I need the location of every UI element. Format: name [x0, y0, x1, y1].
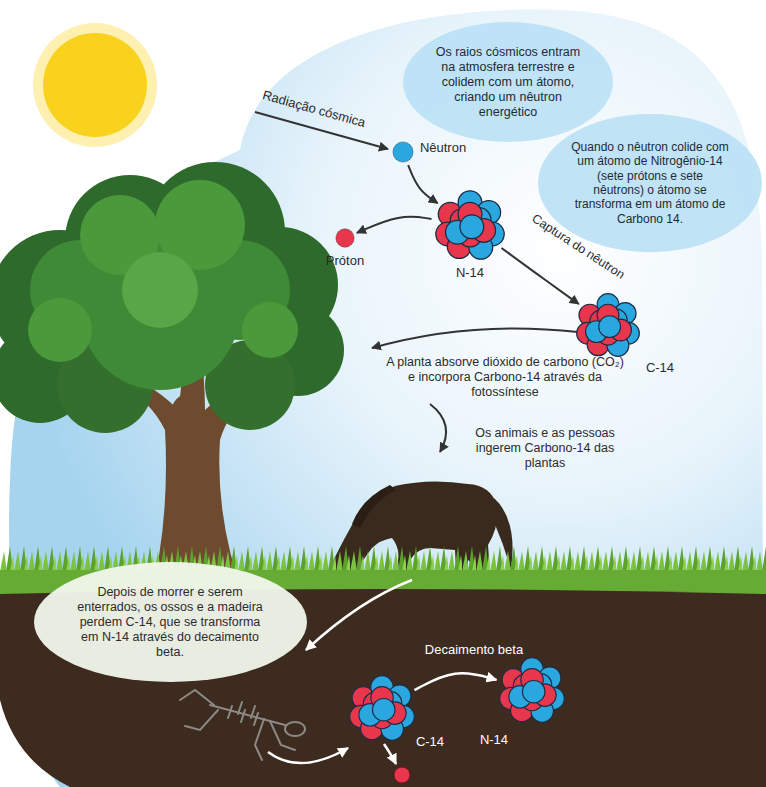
edge-label-holder: Decaimento beta — [425, 642, 523, 658]
emission-arrow — [384, 744, 396, 764]
flow-arrow — [306, 580, 412, 650]
particle-shape — [498, 656, 566, 724]
bubble-text: Quando o nêutron colide com um átomo de … — [570, 140, 730, 226]
proton-particle: Próton — [335, 228, 355, 248]
tree-leaves — [28, 298, 92, 362]
neutron-particle: Nêutron — [392, 141, 414, 163]
neutron-ball — [372, 698, 394, 720]
edge-label-holder: Captura do nêutron — [529, 211, 628, 282]
connector-arrow — [414, 673, 496, 690]
bubble-text: Os raios cósmicos entram na atmosfera te… — [433, 45, 583, 120]
beta-particle — [394, 767, 410, 783]
neutron-ball — [393, 142, 413, 162]
proton-ball — [336, 229, 354, 247]
connector-arrow — [357, 217, 432, 233]
flow-arrow — [372, 328, 578, 348]
flow-arrow — [430, 404, 446, 452]
edge-label: Captura do nêutron — [529, 211, 628, 282]
bubble-ellipse — [403, 22, 613, 142]
nucleus-cluster: N-14 — [498, 656, 566, 724]
particle-label: N-14 — [480, 732, 508, 748]
sun — [43, 33, 147, 137]
tree-leaves — [122, 252, 198, 328]
label-holder: A planta absorve dióxido de carbono (CO₂… — [385, 355, 625, 400]
neutron-ball — [460, 215, 484, 239]
bubble-ellipse — [538, 114, 762, 252]
connector-arrow — [408, 165, 438, 203]
skeleton-spine — [210, 705, 285, 725]
tree — [0, 162, 344, 600]
particle-shape — [575, 292, 641, 358]
particle-shape — [348, 674, 416, 742]
particle-shape — [335, 228, 355, 248]
skeleton — [180, 690, 305, 760]
neutron-ball — [522, 680, 544, 702]
process-note: A planta absorve dióxido de carbono (CO₂… — [385, 355, 625, 400]
nucleus-cluster: N-14 — [434, 189, 506, 261]
skeleton-ribs — [228, 702, 258, 725]
bubble-ellipse — [34, 562, 307, 682]
flow-arrow — [268, 748, 348, 763]
skeleton-skull — [285, 722, 305, 736]
label-holder: Os animais e as pessoas ingerem Carbono-… — [465, 426, 625, 471]
tree-trunk — [165, 395, 205, 430]
sun-halo — [33, 23, 157, 147]
arrow-label: Radiação cósmica — [261, 87, 368, 130]
neutron-ball — [599, 316, 621, 338]
edge-label: Decaimento beta — [425, 642, 523, 658]
horse-mane — [352, 485, 396, 528]
tree-leaves — [242, 302, 298, 358]
process-note: Os animais e as pessoas ingerem Carbono-… — [465, 426, 625, 471]
particle-shape — [392, 141, 414, 163]
info-bubble: Depois de morrer e serem enterrados, os … — [34, 562, 307, 682]
particle-label: C-14 — [646, 360, 674, 376]
particle-label: C-14 — [416, 734, 444, 750]
info-bubble: Quando o nêutron colide com um átomo de … — [538, 114, 762, 252]
info-bubble: Os raios cósmicos entram na atmosfera te… — [403, 22, 613, 142]
connector-arrow — [501, 248, 578, 304]
nucleus-cluster: C-14 — [575, 292, 641, 358]
label-holder: Radiação cósmica — [261, 87, 368, 130]
particle-label: Próton — [326, 253, 364, 269]
particle-label: Nêutron — [420, 140, 466, 156]
bubble-text: Depois de morrer e serem enterrados, os … — [73, 585, 268, 660]
nucleus-cluster: C-14 — [348, 674, 416, 742]
skeleton-legs — [180, 690, 295, 760]
particle-shape — [434, 189, 506, 261]
particle-label: N-14 — [456, 265, 484, 281]
